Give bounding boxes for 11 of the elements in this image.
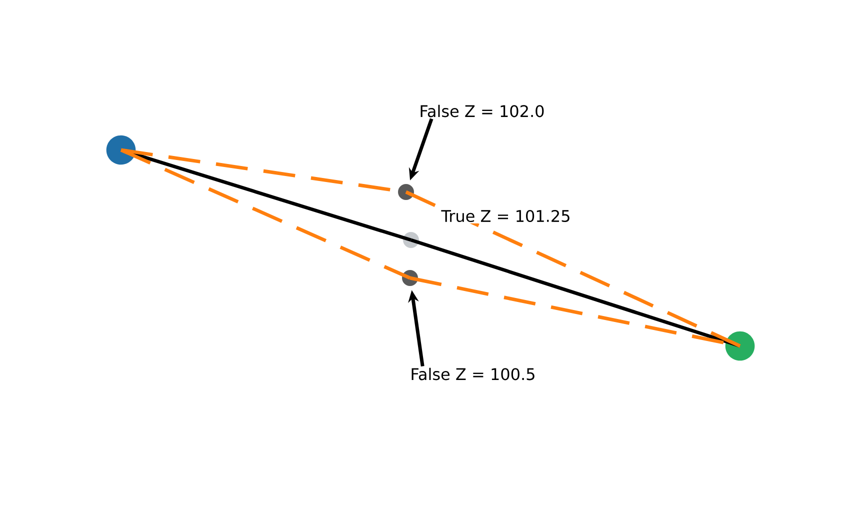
connecting-line — [120, 148, 411, 280]
point-label: True Z = 101.25 — [440, 208, 572, 224]
data-point — [403, 232, 419, 248]
connecting-line — [410, 276, 740, 348]
data-point — [398, 184, 414, 200]
data-point — [725, 331, 755, 361]
connecting-line — [410, 238, 741, 348]
data-point — [106, 135, 136, 165]
value-label: False Z = 102.0 — [420, 104, 544, 118]
data-point — [402, 270, 418, 286]
value-label: False Z = 100.5 — [412, 368, 534, 380]
